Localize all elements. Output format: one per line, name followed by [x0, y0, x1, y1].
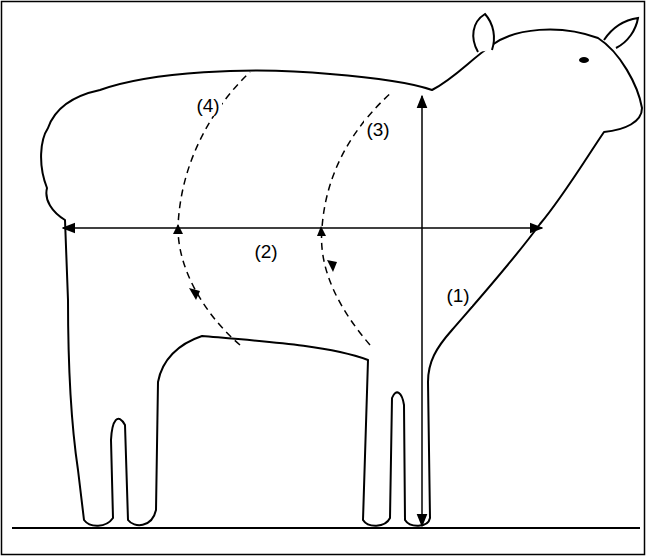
- sheep-outline: [41, 30, 642, 526]
- curve-arrowhead: [327, 260, 337, 272]
- ground-line: [12, 527, 640, 529]
- callout-number: (3): [364, 120, 391, 141]
- curve-arrowhead: [173, 224, 183, 234]
- curve-arrowhead: [189, 288, 200, 300]
- sheep-ear: [473, 14, 494, 52]
- chest-girth-curve: [322, 92, 392, 345]
- length-arrow: [63, 227, 542, 229]
- callout-number: (2): [252, 242, 279, 263]
- callout-number: (1): [444, 286, 471, 307]
- sheep-eye: [579, 57, 589, 63]
- belly-girth-curve: [178, 72, 250, 345]
- height-arrow: [421, 96, 423, 526]
- sheep-ear: [604, 18, 638, 48]
- curve-arrowhead: [317, 226, 326, 236]
- callout-number: (4): [194, 96, 221, 117]
